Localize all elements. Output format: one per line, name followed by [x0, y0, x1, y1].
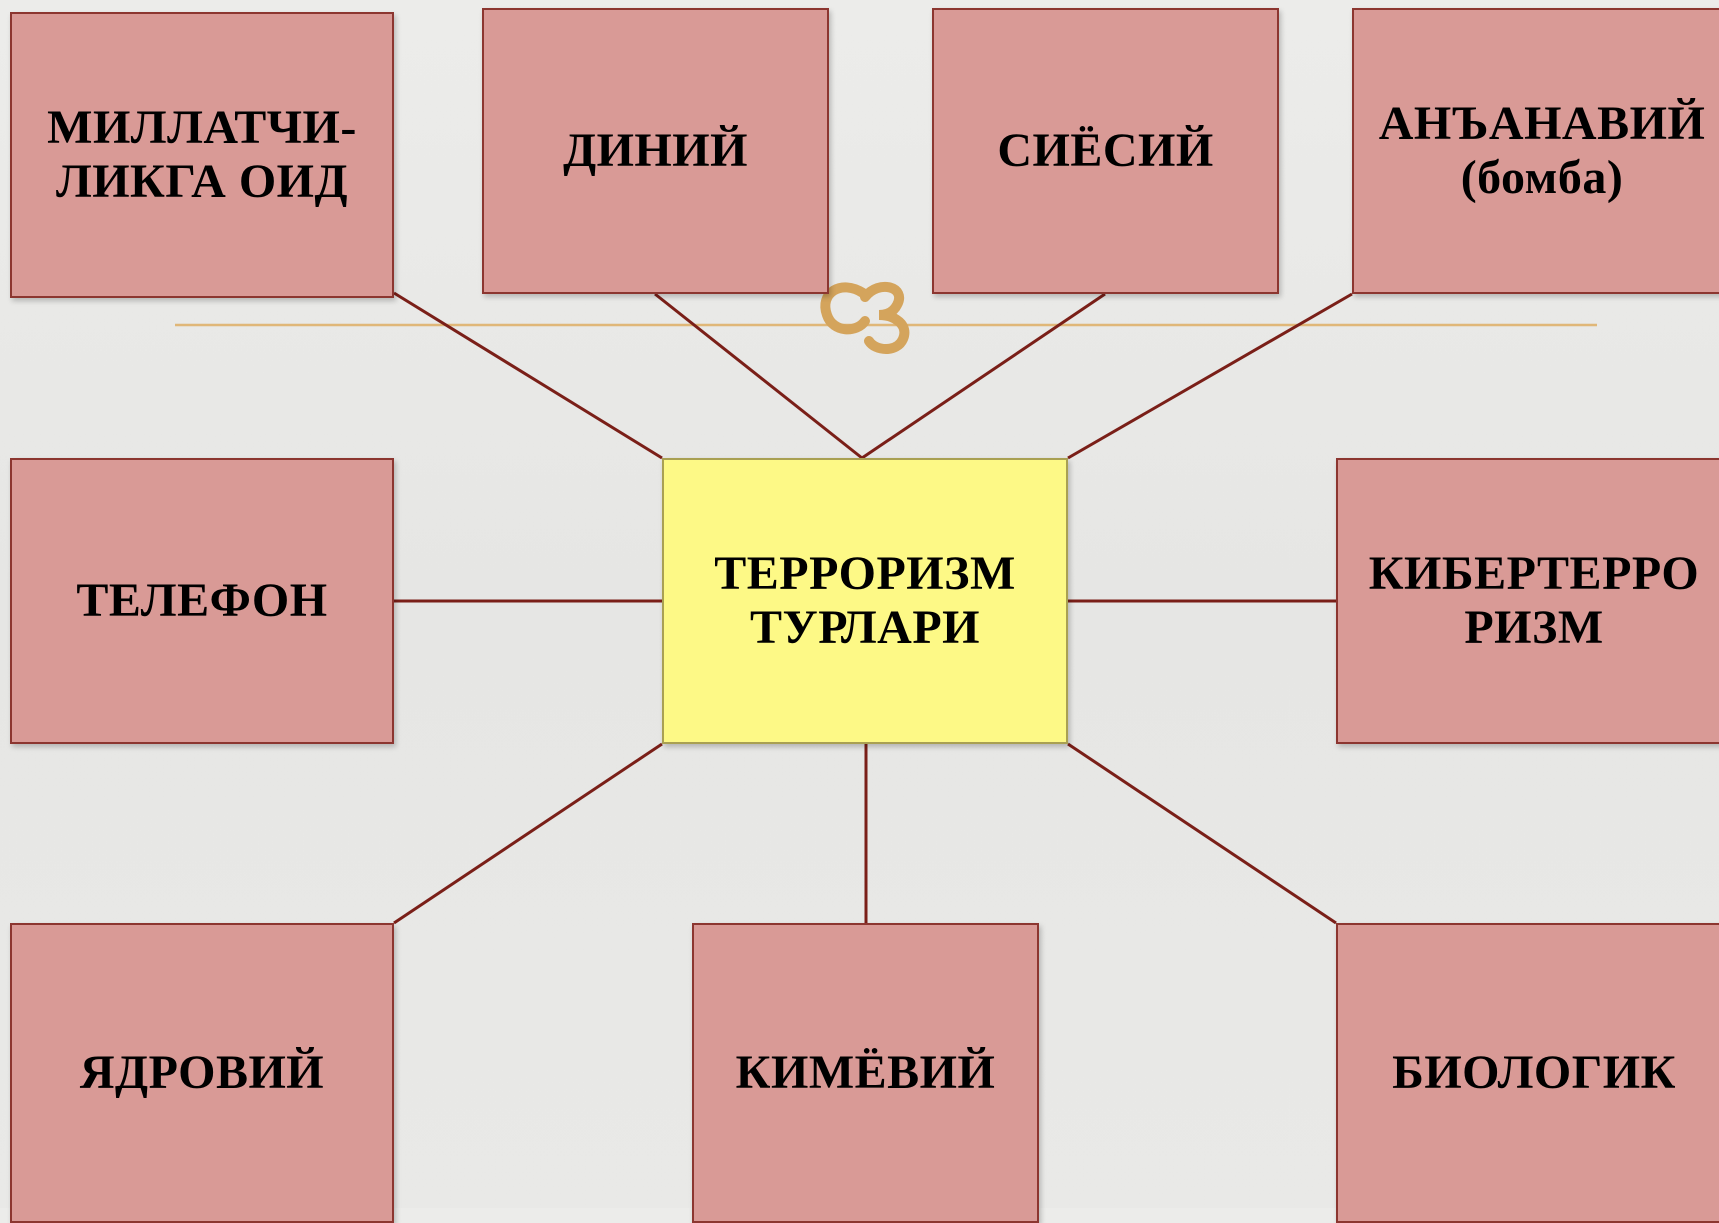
node-label-line: ЯДРОВИЙ [79, 1046, 325, 1100]
node-label-line: ДИНИЙ [563, 124, 748, 178]
node-biologik: БИОЛОГИК [1336, 923, 1719, 1223]
connector-siyosiy [861, 292, 1106, 460]
connector-ananaviy [1067, 292, 1353, 460]
node-label-line: БИОЛОГИК [1392, 1046, 1676, 1100]
node-kiberterrorizm: КИБЕРТЕРРО РИЗМ [1336, 458, 1719, 744]
central-label-line: ТУРЛАРИ [750, 601, 980, 654]
node-siyosiy: СИЁСИЙ [932, 8, 1279, 294]
node-label-line: ЛИКГА ОИД [55, 155, 349, 208]
node-yadroviy: ЯДРОВИЙ [10, 923, 394, 1223]
node-label-line: КИБЕРТЕРРО [1368, 547, 1700, 601]
central-label-line: ТЕРРОРИЗМ [714, 547, 1016, 601]
node-label-line: МИЛЛАТЧИ- [47, 101, 357, 155]
node-label-line: ТЕЛЕФОН [76, 574, 328, 628]
node-label-line: РИЗМ [1464, 601, 1604, 654]
connector-millatchilik [393, 291, 663, 460]
node-telefon: ТЕЛЕФОН [10, 458, 394, 744]
connector-yadroviy [393, 742, 663, 925]
node-kimyoviy: КИМЁВИЙ [692, 923, 1039, 1223]
ornament-swirl [820, 282, 910, 354]
connector-biologik [1067, 742, 1337, 925]
connector-diniy [654, 292, 863, 460]
node-label-line: КИМЁВИЙ [735, 1046, 996, 1100]
central-node-terrorism-types: ТЕРРОРИЗМ ТУРЛАРИ [662, 458, 1068, 744]
node-millatchilik: МИЛЛАТЧИ- ЛИКГА ОИД [10, 12, 394, 298]
node-diniy: ДИНИЙ [482, 8, 829, 294]
node-ananaviy: АНЪАНАВИЙ (бомба) [1352, 8, 1719, 294]
node-label-line: СИЁСИЙ [997, 124, 1214, 178]
node-label-line: (бомба) [1460, 151, 1624, 204]
node-label-line: АНЪАНАВИЙ [1378, 97, 1706, 151]
